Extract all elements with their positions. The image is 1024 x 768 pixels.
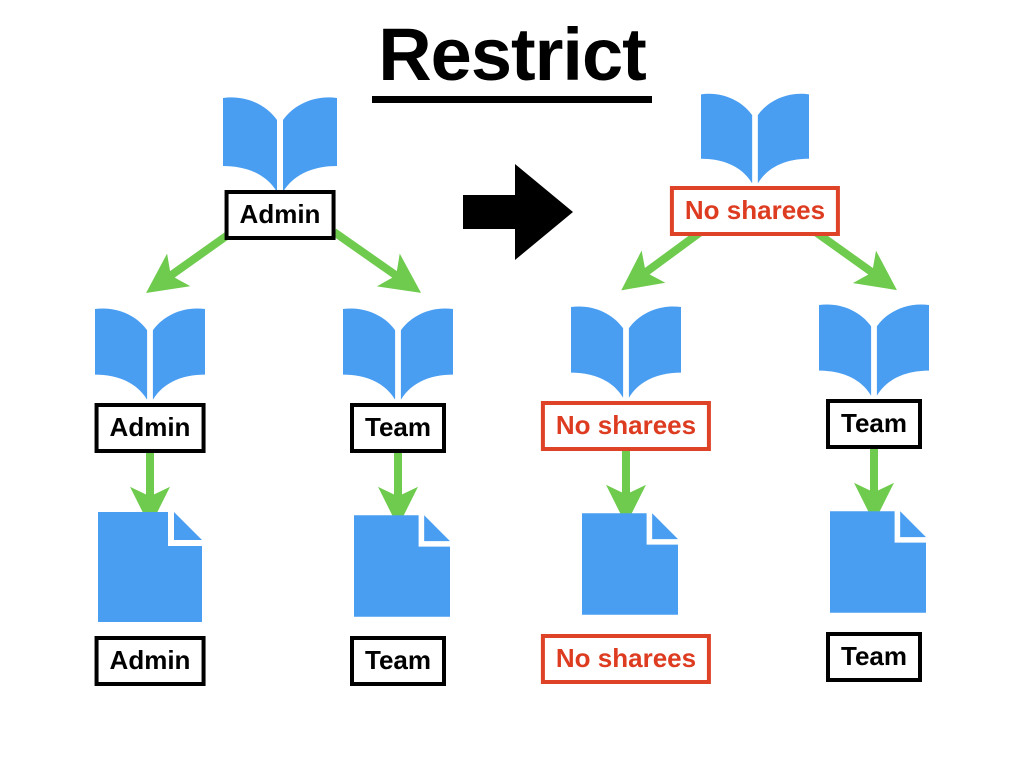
open-book-icon — [571, 306, 681, 398]
document-icon — [98, 512, 202, 622]
label-right-doc-1: No sharees — [540, 634, 712, 684]
open-book-icon — [819, 304, 929, 396]
open-book-icon — [95, 308, 205, 400]
arrow-admin-to-team — [331, 228, 422, 293]
document-icon — [830, 511, 926, 613]
document-icon — [582, 513, 678, 615]
label-right-root: No sharees — [669, 186, 841, 236]
label-left-doc-2: Team — [350, 636, 446, 686]
label-left-doc-1: Admin — [94, 636, 206, 686]
right-arrow-icon — [463, 164, 573, 260]
label-left-root: Admin — [224, 190, 336, 240]
label-right-child-1: No sharees — [540, 401, 712, 451]
arrow-admin-to-admin — [146, 228, 235, 294]
label-left-child-2: Team — [350, 403, 446, 453]
label-right-child-2: Team — [826, 399, 922, 449]
open-book-icon — [701, 93, 809, 184]
document-icon — [354, 515, 450, 617]
label-left-child-1: Admin — [94, 403, 206, 453]
page-title-text: Restrict — [372, 18, 652, 103]
label-right-doc-2: Team — [826, 632, 922, 682]
open-book-icon — [223, 97, 337, 192]
open-book-icon — [343, 308, 453, 400]
page-title: Restrict — [0, 18, 1024, 103]
